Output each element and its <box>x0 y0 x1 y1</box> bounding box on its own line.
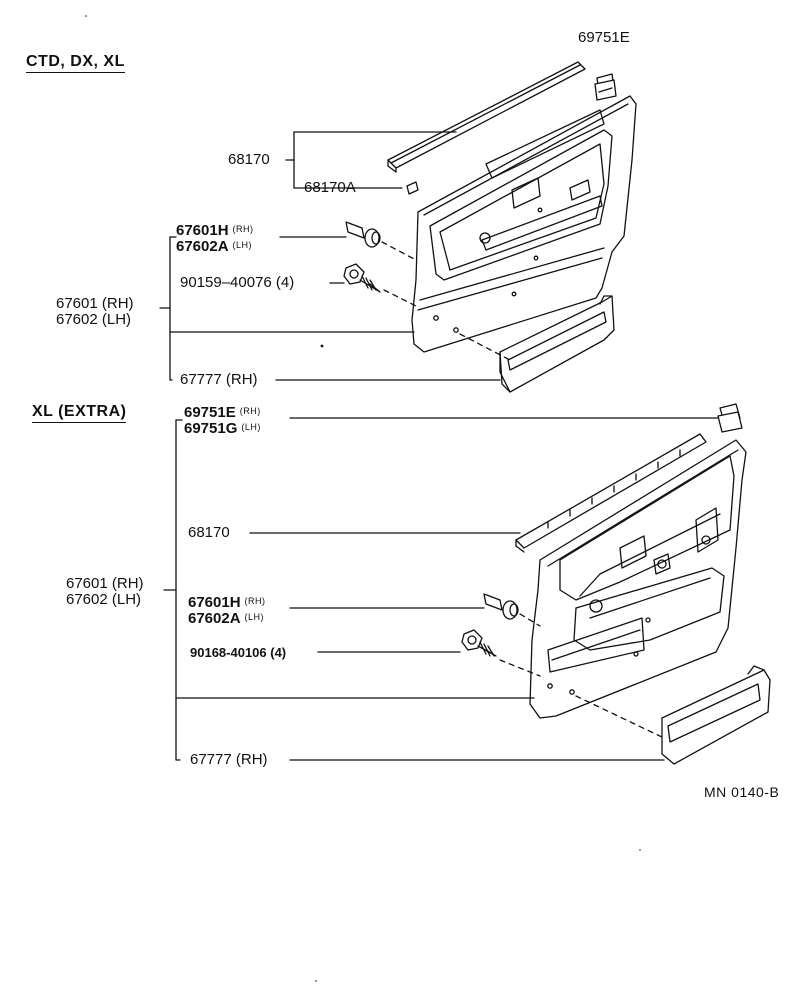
side-tag: (LH) <box>241 422 261 432</box>
part-label-67601-rh: 67601 (RH) <box>56 295 134 312</box>
part-label-68170: 68170 <box>228 151 270 168</box>
panel-clip-part-extra <box>483 593 519 620</box>
weatherstrip-end-piece <box>406 181 419 195</box>
weatherstrip-part-extra <box>515 433 707 553</box>
panel-clip-part <box>345 221 381 248</box>
part-number: 69751G <box>184 420 238 437</box>
top-assembly <box>159 61 637 393</box>
part-number: 67601H <box>188 594 241 611</box>
part-label-67601h: 67601H(RH) <box>176 221 254 239</box>
armrest-part-bottom <box>661 665 771 765</box>
part-number: 67601H <box>176 222 229 239</box>
side-tag: (RH) <box>232 224 254 234</box>
drawing-code: MN 0140-B <box>704 784 780 800</box>
part-number: 67602A <box>176 238 229 255</box>
weatherstrip-part <box>387 61 586 173</box>
top-clip-part-extra <box>717 403 743 433</box>
part-label-90168-40106: 90168-40106 (4) <box>190 645 287 660</box>
leader-lines-top <box>159 131 501 381</box>
part-label-90159-40076: 90159–40076 (4) <box>180 274 295 291</box>
top-clip-part <box>594 73 617 101</box>
side-tag: (RH) <box>239 406 261 416</box>
scan-specks <box>85 15 641 982</box>
side-tag: (LH) <box>232 240 253 250</box>
mounting-dash-lines-bottom <box>499 613 665 739</box>
part-label-68170-extra: 68170 <box>188 524 230 541</box>
side-tag: (RH) <box>244 596 266 606</box>
part-label-69751e: 69751E <box>578 29 630 46</box>
part-label-67602a-extra: 67602A(LH) <box>188 609 264 627</box>
armrest-part-top <box>499 295 615 393</box>
part-number: 67602A <box>188 610 241 627</box>
part-label-67602a: 67602A(LH) <box>176 237 252 255</box>
screw-part <box>343 263 381 293</box>
screw-part-extra <box>461 629 497 657</box>
door-panel-bottom <box>529 439 747 719</box>
mounting-dash-lines-top <box>381 241 511 361</box>
part-label-67777-extra: 67777 (RH) <box>190 751 268 768</box>
part-label-69751e-extra: 69751E(RH) <box>184 403 261 421</box>
part-label-68170a: 68170A <box>304 179 356 196</box>
part-label-67602-lh: 67602 (LH) <box>56 311 132 328</box>
part-number: 69751E <box>184 404 236 421</box>
part-label-67601h-extra: 67601H(RH) <box>188 593 266 611</box>
door-panel-top <box>411 95 637 353</box>
bottom-assembly <box>163 403 771 765</box>
leader-lines-bottom <box>163 417 719 761</box>
part-label-67601-rh-extra: 67601 (RH) <box>66 575 144 592</box>
section-heading-ctd-dx-xl: CTD, DX, XL <box>26 53 125 73</box>
part-label-67777: 67777 (RH) <box>180 371 258 388</box>
part-label-69751g-extra: 69751G(LH) <box>184 419 261 437</box>
part-label-67602-lh-extra: 67602 (LH) <box>66 591 142 608</box>
section-heading-xl-extra: XL (EXTRA) <box>32 403 127 423</box>
side-tag: (LH) <box>244 612 265 622</box>
